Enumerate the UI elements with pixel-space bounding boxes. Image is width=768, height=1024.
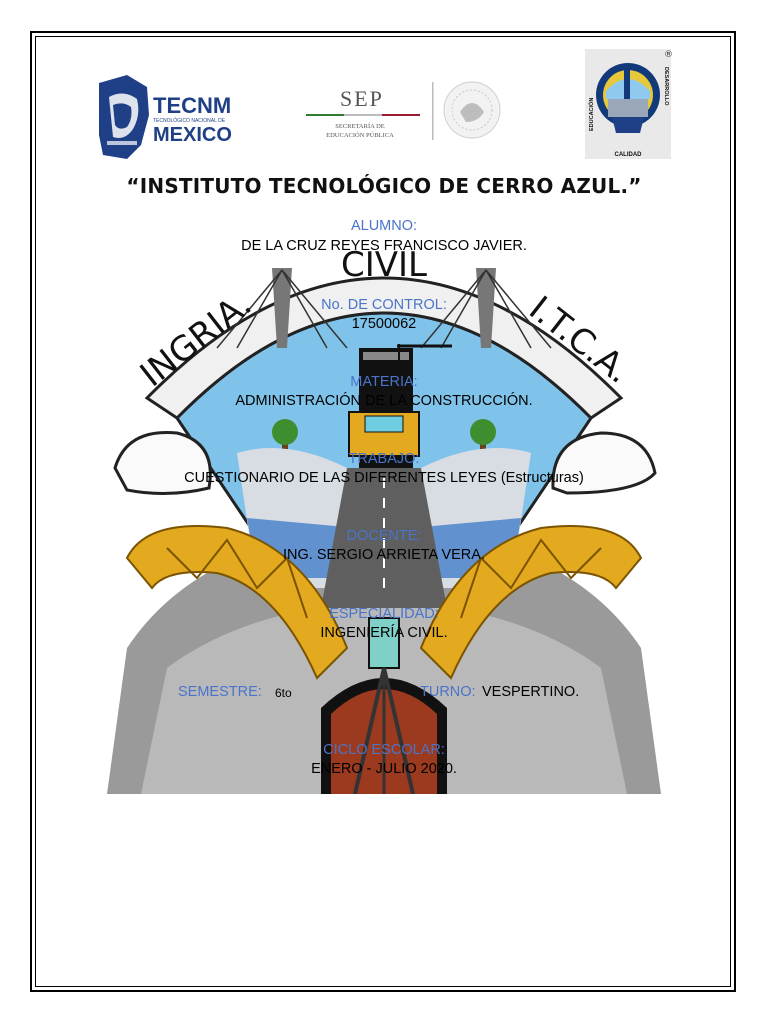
- especialidad-label: ESPECIALIDAD:: [329, 606, 439, 622]
- sep-logo: SEP SECRETARÍA DE EDUCACIÓN PÚBLICA: [300, 76, 510, 151]
- docente-value: ING. SERGIO ARRIETA VERA.: [283, 547, 485, 563]
- ciclo-value: ENERO - JULIO 2020.: [311, 761, 457, 777]
- turno-label: TURNO:: [420, 684, 476, 700]
- semestre-label: SEMESTRE:: [178, 684, 262, 700]
- trabajo-label: TRABAJO:: [348, 451, 420, 467]
- especialidad-value: INGENIERÍA CIVIL.: [320, 625, 448, 641]
- turno-value: VESPERTINO.: [482, 684, 580, 700]
- page-border-outer: [30, 31, 736, 992]
- civil-engineering-emblem: INGRIA. CIVIL I.T.C.A.: [107, 228, 661, 799]
- semestre-value: 6to: [275, 686, 292, 700]
- control-label: No. DE CONTROL:: [321, 297, 447, 313]
- itca-right-text: DESARROLLO: [663, 67, 669, 106]
- itca-logo: ® EDUCACIÓN DESARROLLO CALIDAD: [584, 47, 676, 166]
- sep-line1-text: SECRETARÍA DE: [335, 122, 385, 130]
- itca-left-text: EDUCACIÓN: [587, 98, 595, 131]
- sep-line2-text: EDUCACIÓN PÚBLICA: [326, 131, 394, 139]
- materia-value: ADMINISTRACIÓN DE LA CONSTRUCCIÓN.: [235, 393, 533, 409]
- registered-mark: ®: [664, 50, 673, 60]
- page-border-inner: [35, 36, 731, 987]
- ciclo-label: CICLO ESCOLAR:: [323, 742, 445, 758]
- alumno-label: ALUMNO:: [350, 218, 418, 234]
- tecnm-sub-text: TECNOLÓGICO NACIONAL DE: [153, 117, 226, 124]
- sep-abbr-text: SEP: [340, 86, 384, 111]
- tecnm-country-text: MEXICO: [153, 124, 232, 146]
- tecnm-main-text: TECNM: [153, 93, 231, 118]
- tecnm-logo: TECNM TECNOLÓGICO NACIONAL DE MEXICO: [97, 75, 237, 166]
- emblem-top-text: CIVIL: [341, 245, 427, 285]
- national-seal-icon: [443, 81, 501, 139]
- trabajo-value: CUESTIONARIO DE LAS DIFERENTES LEYES (Es…: [184, 470, 584, 486]
- docente-label: DOCENTE:: [346, 528, 422, 544]
- alumno-value: DE LA CRUZ REYES FRANCISCO JAVIER.: [241, 238, 527, 254]
- materia-label: MATERIA:: [350, 374, 418, 390]
- control-value: 17500062: [351, 316, 417, 332]
- itca-bottom-text: CALIDAD: [615, 152, 643, 158]
- institute-title: “INSTITUTO TECNOLÓGICO DE CERRO AZUL.”: [126, 174, 642, 198]
